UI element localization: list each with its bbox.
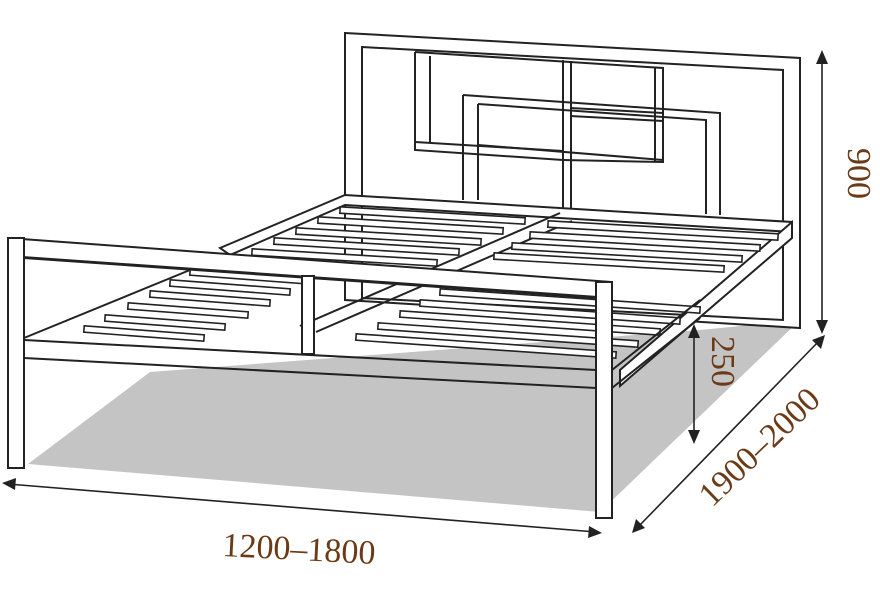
slat-left-front-2 [148,289,272,308]
slat-left-back-1 [316,215,505,236]
slat-right-front-3 [376,321,640,349]
slat-left-front-1 [168,278,292,297]
slat-right-back-0 [546,219,780,242]
slat-left-back-2 [294,226,483,247]
height-label: 900 [840,148,877,199]
slat-left-back-3 [272,236,461,257]
floor-shadow [28,320,800,512]
dimension-lines [2,50,828,538]
slat-right-back-1 [528,230,762,253]
slat-right-back-2 [510,241,744,264]
slat-left-back-4 [250,247,439,268]
slat-right-front-4 [354,332,618,360]
slat-left-front-4 [103,313,227,332]
slat-right-back-3 [492,251,726,274]
width-label: 1200–1800 [222,527,377,572]
clearance-label: 250 [704,336,741,387]
slat-left-front-3 [126,301,250,320]
slat-left-front-5 [82,324,206,343]
slats [82,205,780,360]
slat-right-front-0 [438,287,702,315]
slat-right-front-1 [418,298,682,326]
slat-left-back-0 [338,205,527,226]
footboard [7,236,701,519]
